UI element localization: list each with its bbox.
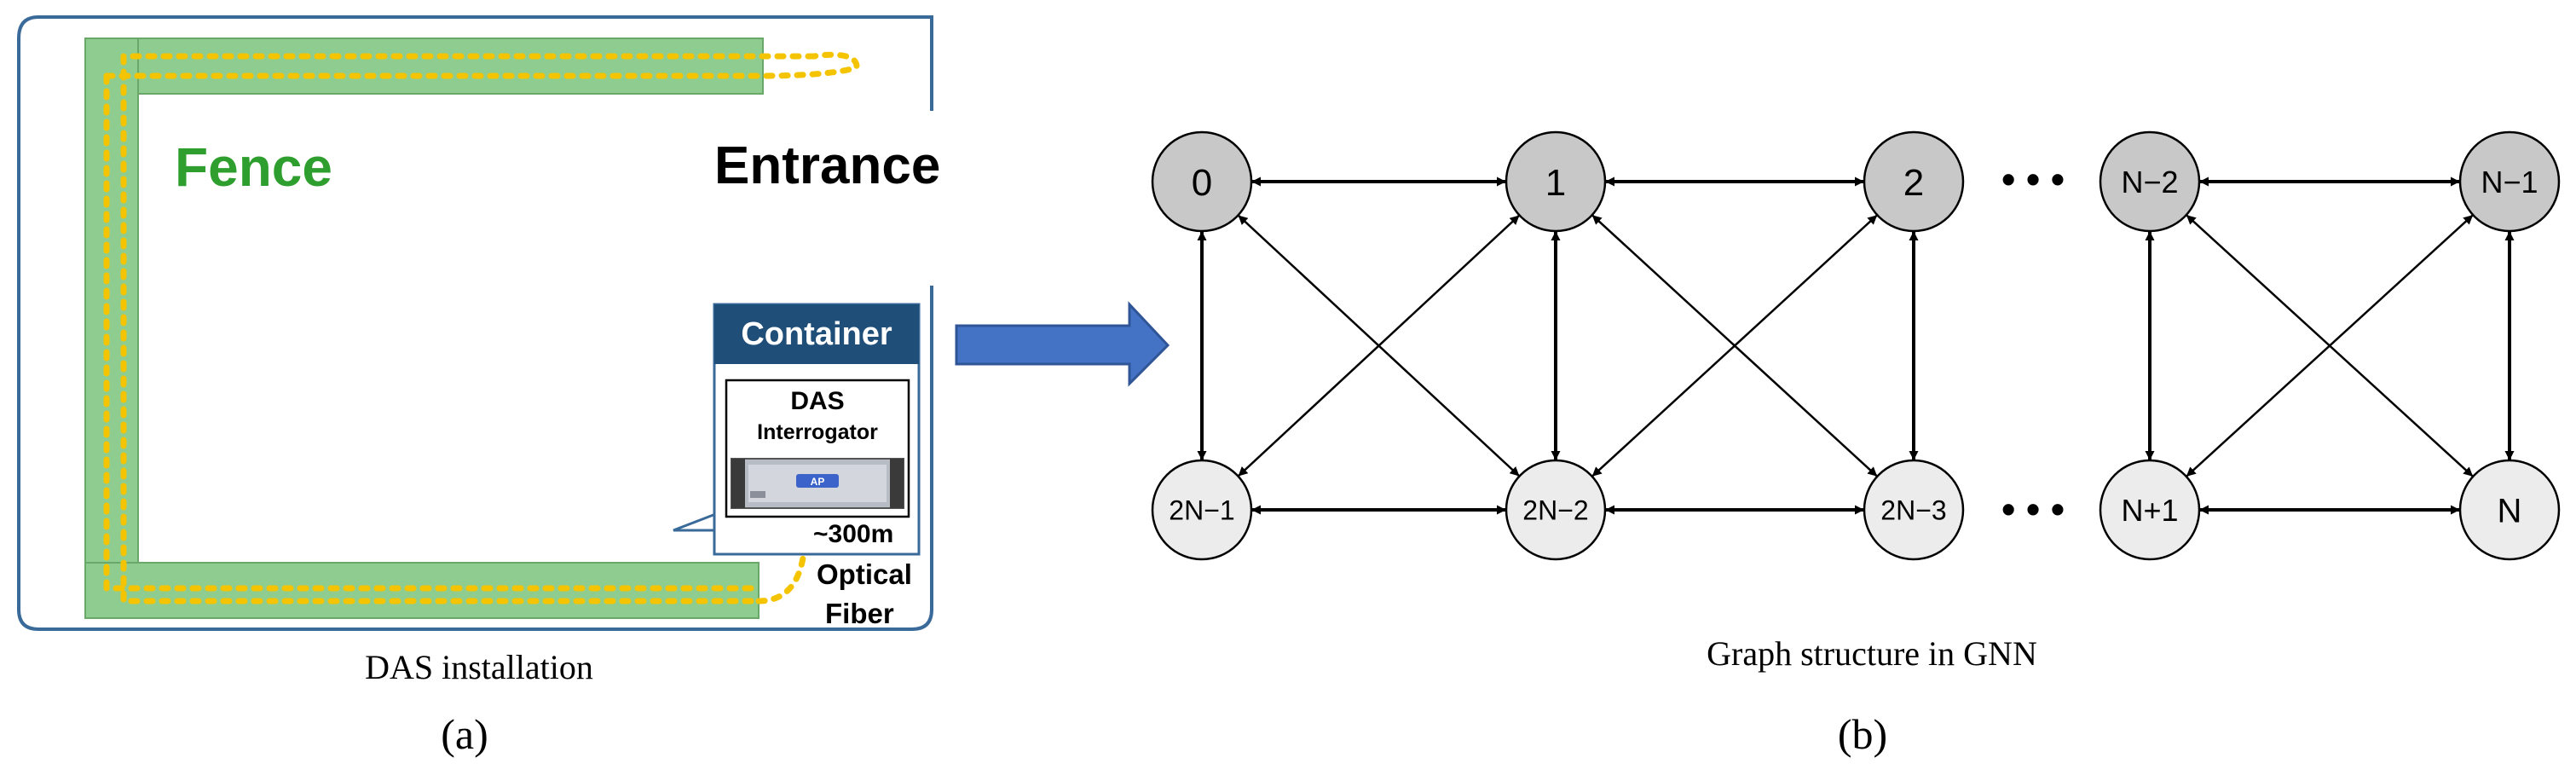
node-top-1-circle [1505,130,1607,233]
node-bottom-3: N+1 [2099,459,2201,561]
panel-label-b: (b) [1838,710,1887,758]
node-bottom-4-label: N [2498,492,2522,529]
node-bottom-2-circle [1863,459,1965,561]
panel-label-a: (a) [441,710,488,758]
node-top-4-circle [2458,130,2561,233]
entrance-label: Entrance [714,136,940,195]
node-bottom-0-circle [1151,459,1253,561]
node-bottom-2-label: 2N−3 [1880,495,1946,526]
node-top-2-label: 2 [1903,162,1924,204]
node-top-1: 1 [1505,130,1607,233]
node-bottom-1-label: 2N−2 [1522,495,1588,526]
distance-label: ~300m [813,520,893,548]
edge-diag-up-1-2 [1591,214,1879,477]
das-label: DAS [790,387,844,415]
node-bottom-1: 2N−2 [1505,459,1607,561]
container-header [714,304,919,364]
fence-label: Fence [175,136,332,198]
fence-left [84,38,139,619]
node-bottom-0-label: 2N−1 [1169,495,1234,526]
edge-diag-up-3-4 [2186,214,2474,477]
caption-b: Graph structure in GNN [1707,634,2037,673]
node-bottom-1-circle [1505,459,1607,561]
node-top-0-circle [1151,130,1253,233]
node-top-0-label: 0 [1192,162,1212,204]
node-bottom-2: 2N−3 [1863,459,1965,561]
node-top-0: 0 [1151,130,1253,233]
graph-edges [1197,176,2515,515]
node-top-2-circle [1863,130,1965,233]
container-label: Container [741,316,892,352]
node-top-3-label: N−2 [2121,165,2178,200]
entrance-gap [921,111,946,286]
site-boundary [17,15,933,631]
fence-top [84,38,764,95]
node-top-1-label: 1 [1545,162,1566,204]
interrogator-label: Interrogator [757,420,878,444]
node-bottom-3-label: N+1 [2121,493,2178,528]
ellipsis-top: • • • [2001,157,2065,201]
svg-text:AP: AP [811,476,825,488]
caption-a: DAS installation [365,648,593,686]
ellipsis-bottom: • • • [2001,487,2065,531]
fiber-label-line1: Optical [817,558,912,590]
panel-a: Fence Entrance Container DAS Interrogato… [17,15,946,758]
node-top-4-label: N−1 [2481,165,2538,200]
node-top-2: 2 [1863,130,1965,233]
node-top-3: N−2 [2099,130,2201,233]
node-bottom-3-circle [2099,459,2201,561]
node-bottom-4: N [2458,459,2561,561]
node-top-3-circle [2099,130,2201,233]
node-bottom-4-circle [2458,459,2561,561]
fiber-label-line2: Fiber [825,598,894,629]
transition-arrow [955,301,1170,387]
node-top-4: N−1 [2458,130,2561,233]
node-bottom-0: 2N−1 [1151,459,1253,561]
container: Container DAS Interrogator AP [673,303,921,556]
edge-diag-up-0-1 [1237,214,1521,477]
interrogator-device-icon: AP [731,458,904,509]
